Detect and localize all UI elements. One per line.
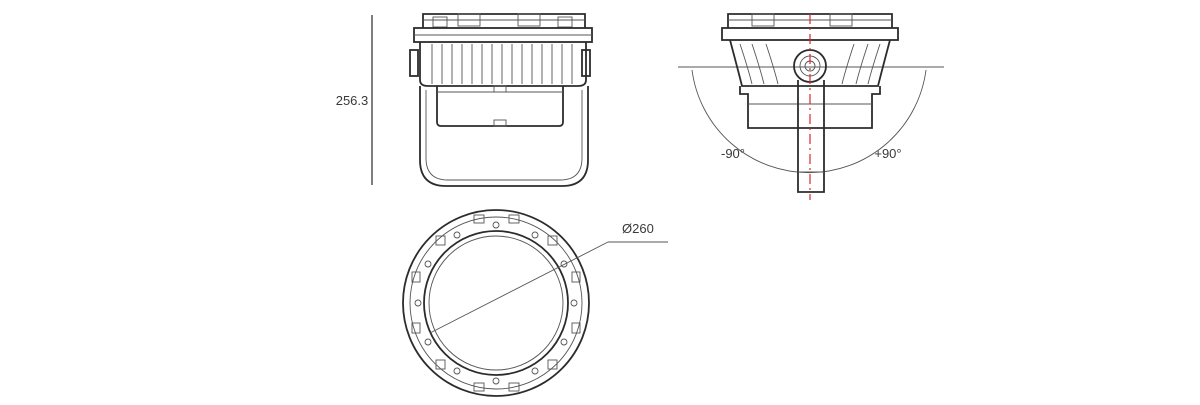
side-view: -90° +90°	[678, 13, 944, 200]
top-view: Ø260	[402, 209, 668, 397]
height-dimension: 256.3	[336, 15, 373, 185]
diameter-label: Ø260	[622, 221, 654, 236]
angle-left-label: -90°	[721, 146, 745, 161]
front-view	[409, 13, 593, 187]
diameter-leader-line	[429, 241, 609, 334]
heat-sink-fins	[431, 44, 573, 84]
ring-bolts	[414, 221, 578, 385]
height-dimension-label: 256.3	[336, 93, 369, 108]
angle-right-label: +90°	[874, 146, 901, 161]
rotation-arc	[691, 69, 927, 174]
ring-tabs	[411, 214, 581, 392]
